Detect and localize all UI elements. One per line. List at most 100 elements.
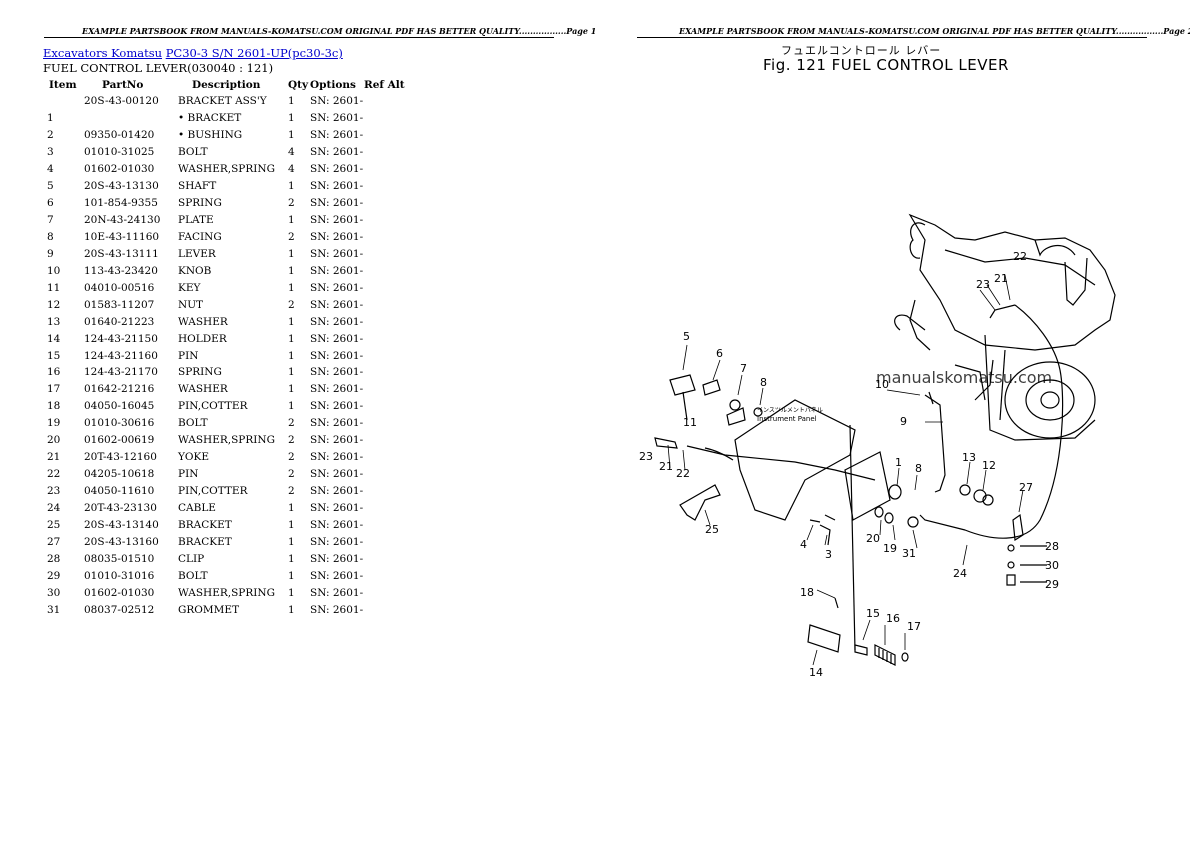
cell-ref-alt [364, 245, 405, 262]
breadcrumb-link-model[interactable]: PC30-3 S/N 2601-UP(pc30-3c) [165, 46, 343, 60]
cell-ref-alt [364, 584, 405, 601]
cell-item: 25 [47, 518, 61, 531]
cell-description: SPRING [178, 197, 222, 210]
cell-item: 11 [47, 281, 61, 294]
callout-16: 16 [886, 612, 900, 625]
engine-drawing [894, 213, 1116, 441]
cell-ref-alt [364, 279, 405, 296]
cell-options: SN: 2601- [310, 552, 364, 565]
callout-6: 6 [716, 347, 723, 360]
cell-description: SPRING [178, 366, 222, 379]
cell-options: SN: 2601- [310, 298, 364, 311]
cell-item: 13 [47, 315, 61, 328]
instrument-panel-drawing [734, 399, 856, 521]
callout-14: 14 [809, 666, 823, 679]
parts-table: Item PartNo Description Qty Options Ref … [43, 77, 405, 618]
callout-24: 24 [953, 567, 967, 580]
cell-ref-alt [364, 432, 405, 449]
cell-qty: 1 [288, 112, 295, 125]
cell-description: BRACKET [178, 535, 232, 548]
cell-partno: 124-43-21150 [84, 332, 158, 345]
cell-ref-alt [364, 144, 405, 161]
cell-options: SN: 2601- [310, 230, 364, 243]
cell-ref-alt [364, 415, 405, 432]
cell-ref-alt [364, 127, 405, 144]
cell-ref-alt [364, 347, 405, 364]
callout-5: 5 [683, 330, 690, 343]
callout-27: 27 [1019, 481, 1033, 494]
cell-item: 17 [47, 383, 61, 396]
cell-options: SN: 2601- [310, 518, 364, 531]
cell-qty: 1 [288, 552, 295, 565]
cell-options: SN: 2601- [310, 349, 364, 362]
cell-description: YOKE [178, 451, 210, 464]
cell-qty: 1 [288, 95, 295, 108]
cell-partno: 01583-11207 [84, 298, 155, 311]
cell-item: 9 [47, 247, 54, 260]
cell-options: SN: 2601- [310, 214, 364, 227]
cell-options: SN: 2601- [310, 485, 364, 498]
cell-qty: 1 [288, 501, 295, 514]
cell-ref-alt [364, 398, 405, 415]
cell-item: 1 [47, 112, 54, 125]
column-header-partno: PartNo [102, 79, 144, 91]
cell-item: 27 [47, 535, 61, 548]
callout-numbers: 1 3 4 5 6 7 8 8 9 10 11 12 13 14 15 16 1… [639, 250, 1059, 679]
cell-item: 22 [47, 468, 61, 481]
callout-30: 30 [1045, 559, 1059, 572]
cell-ref-alt [364, 195, 405, 212]
cell-options: SN: 2601- [310, 247, 364, 260]
callout-10: 10 [875, 378, 889, 391]
breadcrumb-link-excavators[interactable]: Excavators Komatsu [43, 46, 163, 60]
cell-description: BOLT [178, 569, 208, 582]
cell-item: 10 [47, 264, 61, 277]
cell-ref-alt [364, 483, 405, 500]
cell-qty: 1 [288, 180, 295, 193]
cell-ref-alt [364, 330, 405, 347]
callout-20: 20 [866, 532, 880, 545]
cell-partno: 20S-43-13140 [84, 518, 159, 531]
cell-item: 28 [47, 552, 61, 565]
cell-qty: 1 [288, 264, 295, 277]
cell-qty: 2 [288, 417, 295, 430]
cell-qty: 4 [288, 146, 295, 159]
cell-ref-alt [364, 262, 405, 279]
cell-partno: 113-43-23420 [84, 264, 158, 277]
column-header-item: Item [49, 79, 77, 91]
cell-ref-alt [364, 364, 405, 381]
cell-options: SN: 2601- [310, 586, 364, 599]
page-header: EXAMPLE PARTSBOOK FROM MANUALS-KOMATSU.C… [679, 26, 1190, 36]
cell-qty: 1 [288, 569, 295, 582]
cell-ref-alt [364, 533, 405, 550]
callout-21: 21 [659, 460, 673, 473]
cell-description: NUT [178, 298, 204, 311]
callout-4: 4 [800, 538, 807, 551]
cell-options: SN: 2601- [310, 468, 364, 481]
cell-partno [84, 110, 178, 127]
figure-title-japanese: フュエルコントロール レバー [781, 44, 942, 57]
cell-description: CABLE [178, 501, 216, 514]
cell-item: 29 [47, 569, 61, 582]
cell-description: PIN [178, 468, 199, 481]
breadcrumb: Excavators Komatsu PC30-3 S/N 2601-UP(pc… [43, 46, 343, 60]
cell-options: SN: 2601- [310, 180, 364, 193]
cell-description: KNOB [178, 264, 212, 277]
cell-description: PIN [178, 349, 199, 362]
cell-ref-alt [364, 500, 405, 517]
cable-drawing [919, 304, 1064, 539]
cell-item: 30 [47, 586, 61, 599]
cell-qty: 2 [288, 230, 295, 243]
callout-9: 9 [900, 415, 907, 428]
cell-partno: 01010-31025 [84, 146, 155, 159]
header-rule [44, 37, 554, 38]
callout-25: 25 [705, 523, 719, 536]
